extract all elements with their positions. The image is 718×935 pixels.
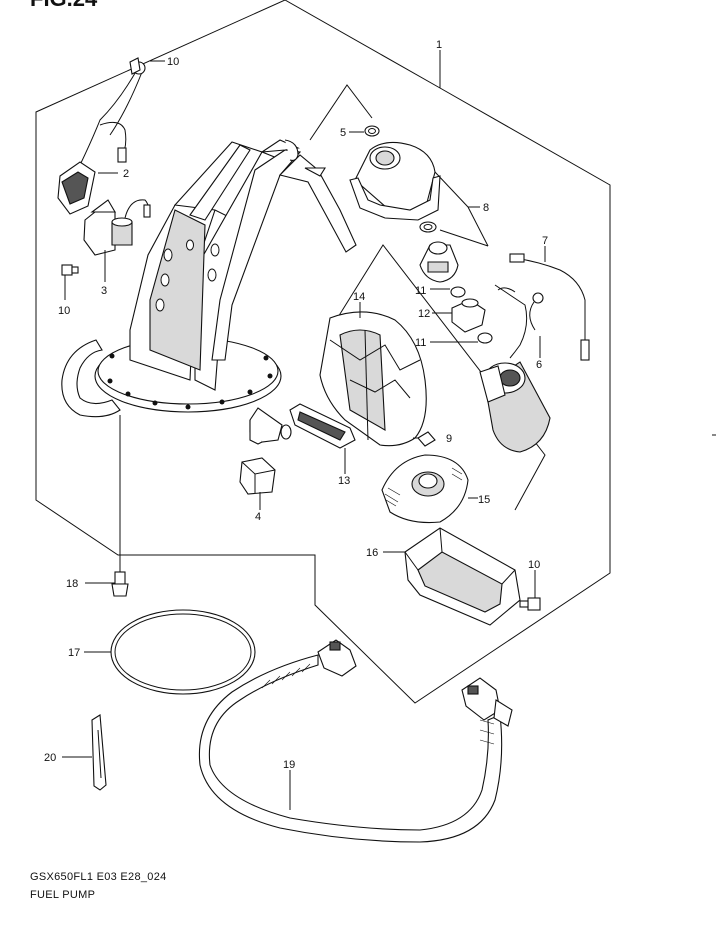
callout-5: 5 [340, 127, 346, 139]
part-12-joint [451, 298, 486, 333]
callout-16: 16 [366, 547, 378, 559]
callout-6: 6 [536, 359, 542, 371]
part-15-cushion [381, 454, 469, 524]
callout-7: 7 [542, 235, 548, 247]
callout-12: 12 [418, 308, 430, 320]
part-17-gasket [110, 609, 256, 695]
figure-title: FIG.24 [30, 0, 98, 11]
part-13-strainer [289, 403, 356, 449]
callout-11-upper: 11 [415, 285, 426, 297]
part-6-lead [494, 284, 544, 359]
callout-14: 14 [353, 291, 365, 303]
callout-11-lower: 11 [415, 337, 426, 349]
callout-19: 19 [283, 759, 295, 771]
pump-motor [479, 361, 551, 453]
callout-18: 18 [66, 578, 78, 590]
part-14-filter [319, 311, 427, 447]
subassembly-pump-outline [329, 244, 546, 511]
part-3-sender [83, 199, 151, 256]
callout-10-right: 10 [528, 559, 540, 571]
plate-connector [249, 407, 292, 445]
figure-code: GSX650FL1 E03 E28_024 [30, 871, 167, 883]
callout-9: 9 [446, 433, 452, 445]
callout-13: 13 [338, 475, 350, 487]
callout-2: 2 [123, 168, 129, 180]
figure-name: FUEL PUMP [30, 889, 96, 901]
callout-1: 1 [436, 39, 442, 51]
callout-3: 3 [101, 285, 107, 297]
callout-10-top: 10 [167, 56, 179, 68]
callouts: 1 2 3 4 5 6 7 8 9 10 10 10 11 11 12 13 1… [44, 39, 548, 771]
callout-20: 20 [44, 752, 56, 764]
part-16-holder [404, 527, 521, 626]
part-5-oring [364, 125, 380, 137]
part-4-cap [239, 457, 276, 495]
return-hose [61, 339, 121, 418]
callout-17: 17 [68, 647, 80, 659]
callout-10-left: 10 [58, 305, 70, 317]
leader-lines [62, 50, 546, 810]
part-11-oring-lower [477, 332, 493, 344]
pump-bracket [94, 139, 357, 413]
part-19-fuel-hose [198, 639, 513, 843]
part-2-harness [57, 57, 146, 215]
part-9-clip [417, 431, 436, 447]
assembly-outline [35, 0, 611, 704]
part-18-bolt [111, 571, 129, 597]
callout-8: 8 [483, 202, 489, 214]
part-11-oring-upper [450, 286, 466, 298]
part-20-clamp [91, 714, 107, 791]
screw-10-left [61, 264, 79, 276]
screw-10-right [519, 597, 541, 611]
subassembly-8-outline [309, 84, 373, 141]
part-7-lead [509, 253, 590, 361]
callout-15: 15 [478, 494, 490, 506]
callout-4: 4 [255, 511, 261, 523]
part-8-regulator [349, 141, 459, 283]
